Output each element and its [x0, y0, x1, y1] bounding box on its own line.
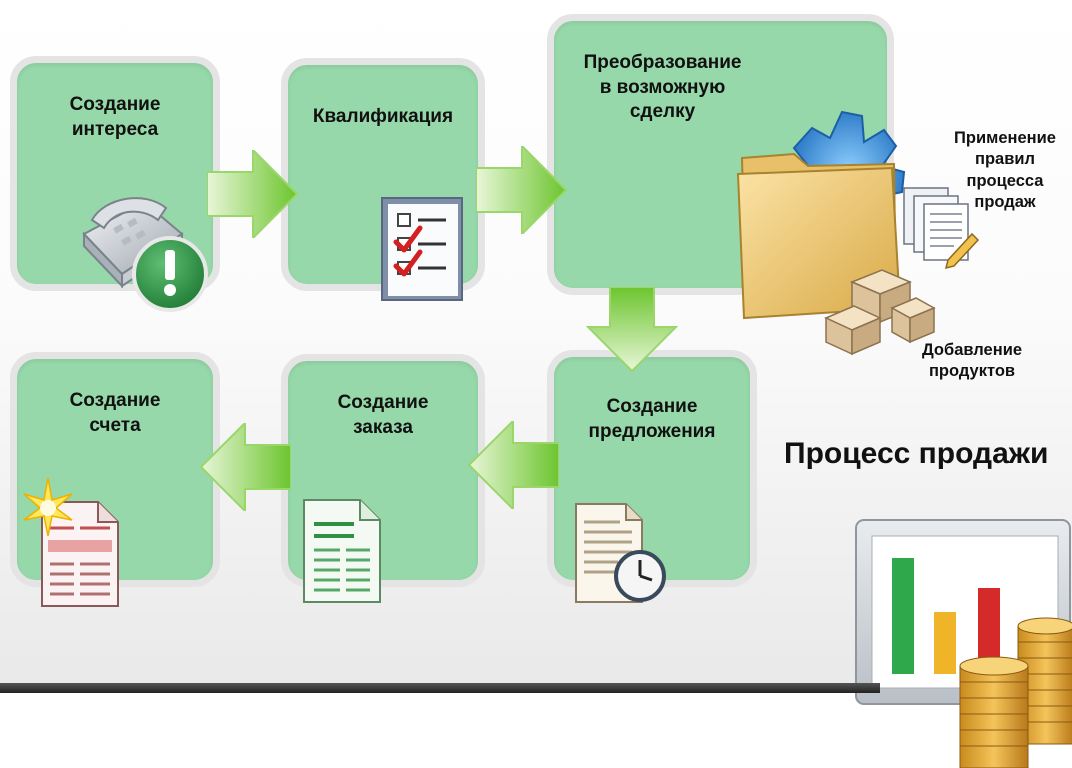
- products-label: Добавление продуктов: [921, 341, 1023, 381]
- chart-coins-icon: [855, 519, 1072, 768]
- document-clock-icon: [575, 503, 666, 603]
- phone-alert-icon: [82, 197, 208, 312]
- stage-lead-label: Создание интереса: [69, 94, 161, 140]
- arrow-left-2: [199, 423, 291, 511]
- stage-quote-label: Создание предложения: [588, 396, 716, 442]
- stage-qualification-label: Квалификация: [312, 106, 454, 127]
- stage-order-label: Создание заказа: [337, 392, 429, 438]
- rules-label: Применение правил процесса продаж: [954, 129, 1056, 212]
- stage-invoice-label: Создание счета: [69, 390, 161, 436]
- document-star-icon: [23, 477, 119, 607]
- diagram-title: Процесс продажи: [784, 437, 1049, 470]
- stage-opportunity-label: Преобразование в возможную сделку: [583, 52, 742, 123]
- arrow-right-2: [476, 146, 568, 234]
- checklist-icon: [381, 197, 463, 301]
- documents-pencil-icon: [903, 187, 980, 270]
- bottom-divider: [0, 683, 880, 693]
- document-green-icon: [303, 499, 381, 603]
- boxes-icon: [824, 269, 936, 356]
- arrow-right-1: [207, 150, 299, 238]
- arrow-down: [586, 287, 678, 373]
- arrow-left-1: [467, 421, 559, 509]
